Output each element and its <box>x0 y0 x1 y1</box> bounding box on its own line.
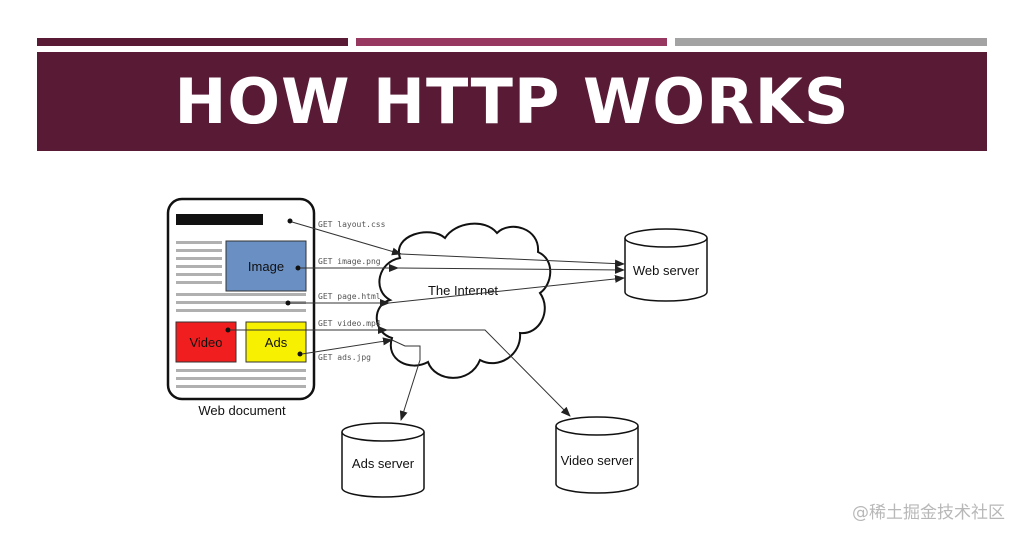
request-label-video: GET video.mp4 <box>318 319 381 328</box>
document-text-lines <box>176 241 306 388</box>
arrow-layout-to-web-server <box>400 253 625 268</box>
page-title: HOW HTTP WORKS <box>174 64 850 138</box>
image-block <box>225 240 307 292</box>
arrow-ads-to-ads-server <box>391 339 421 421</box>
header-stripe-2 <box>356 38 667 46</box>
web-document: Image Video Ads <box>166 197 316 401</box>
arrow-page-to-web-server <box>388 274 625 304</box>
ads-block <box>245 321 307 363</box>
arrow-image-to-web-server <box>397 265 625 274</box>
arrow-ads-to-internet <box>301 337 393 355</box>
request-label-ads: GET ads.jpg <box>318 353 371 362</box>
ads-server: Ads server <box>341 422 425 498</box>
arrow-layout-to-internet <box>291 221 402 256</box>
ads-server-label: Ads server <box>352 456 415 471</box>
video-server-label: Video server <box>561 453 634 468</box>
web-server-label: Web server <box>633 263 700 278</box>
ads-label: Ads <box>265 335 288 350</box>
title-banner: HOW HTTP WORKS <box>37 52 987 151</box>
video-server: Video server <box>555 416 639 494</box>
header-stripe-1 <box>37 38 348 46</box>
web-document-label: Web document <box>198 403 286 418</box>
arrow-video-to-video-server <box>387 329 571 417</box>
request-label-layout: GET layout.css <box>318 220 386 229</box>
internet-cloud: The Internet <box>375 222 552 379</box>
request-arrows <box>225 218 625 421</box>
internet-label: The Internet <box>428 283 498 298</box>
video-label: Video <box>189 335 222 350</box>
image-label: Image <box>248 259 284 274</box>
request-label-image: GET image.png <box>318 257 381 266</box>
header-stripe-3 <box>675 38 987 46</box>
web-server: Web server <box>624 228 708 302</box>
watermark: @稀土掘金技术社区 <box>852 503 1005 523</box>
request-label-page: GET page.html <box>318 292 381 301</box>
